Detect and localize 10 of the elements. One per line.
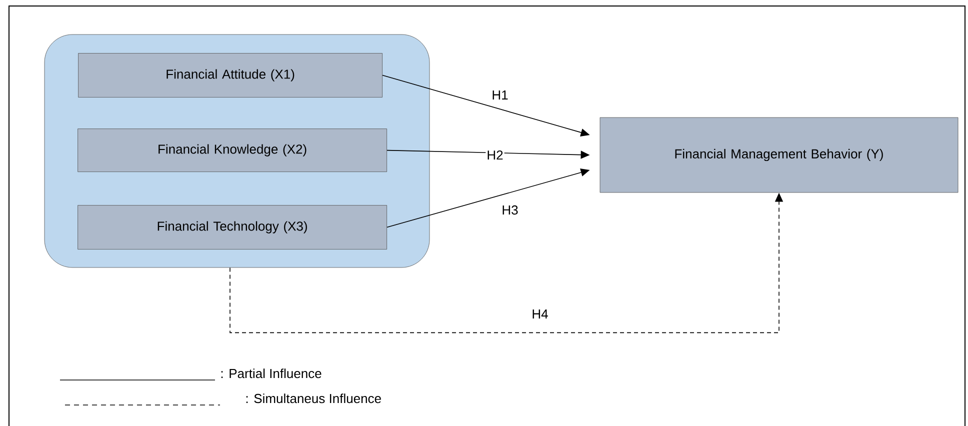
legend-text: : Simultaneus Influence xyxy=(246,394,381,404)
variable-box: Financial Knowledge (X2) xyxy=(78,128,387,172)
legend-text: : Partial Influence xyxy=(221,368,322,378)
variable-box: Financial Attitude (X1) xyxy=(78,53,382,98)
edge-label: H2 xyxy=(486,149,504,161)
edge-label: H3 xyxy=(500,204,520,216)
edge-label: H1 xyxy=(490,90,510,100)
variable-box: Financial Technology (X3) xyxy=(78,205,387,250)
edge-label: H4 xyxy=(530,308,550,320)
variable-box: Financial Management Behavior (Y) xyxy=(600,117,958,193)
